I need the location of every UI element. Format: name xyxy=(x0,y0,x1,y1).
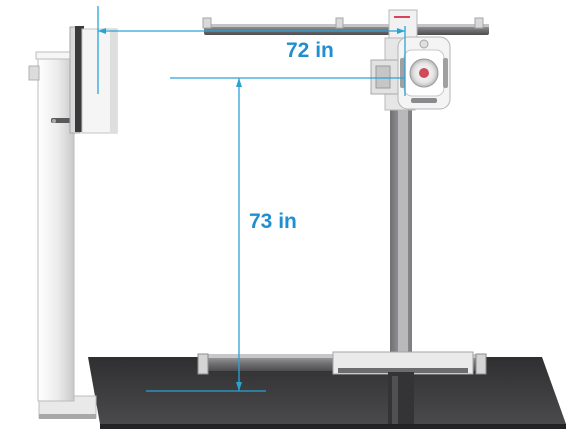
dimension-arrowheads xyxy=(98,28,405,391)
height-dimension-label: 73 in xyxy=(249,210,297,233)
width-arrow-left xyxy=(98,28,106,34)
tube-head-handle-right xyxy=(443,58,448,88)
width-dimension-label: 72 in xyxy=(286,39,334,62)
tube-head-knob-top xyxy=(419,39,429,49)
height-arrow-bottom xyxy=(236,382,242,391)
detector-panel-side xyxy=(75,26,84,132)
arm-end-cap-left xyxy=(202,17,212,29)
dial-center xyxy=(419,68,429,78)
tube-stand-pedestal-light xyxy=(392,376,398,424)
width-arrow-right xyxy=(397,28,405,34)
horizontal-arm-top xyxy=(204,24,489,27)
floor-rail-end-left xyxy=(197,353,209,375)
tube-head-button-row xyxy=(411,98,437,103)
tube-stand-pedestal xyxy=(388,372,414,424)
tube-stand-top-housing xyxy=(388,9,418,39)
brand-mark xyxy=(394,16,410,18)
wall-stand-base-shadow xyxy=(39,414,96,419)
floor-plate-edge xyxy=(100,424,566,429)
dimension-lines xyxy=(97,6,406,392)
arm-end-cap-middle xyxy=(335,17,344,29)
rail-carriage-dark xyxy=(338,368,468,373)
arm-end-cap-right xyxy=(474,17,484,29)
wall-stand-column xyxy=(37,55,75,402)
wall-stand-bracket xyxy=(28,65,40,81)
floor-rail-end-right xyxy=(475,353,487,375)
collimator-lens xyxy=(375,65,391,89)
tube-head-handle-left xyxy=(400,58,405,88)
detector-panel-shade xyxy=(110,29,117,133)
tube-stand-column-face xyxy=(398,110,408,362)
wall-stand-bolt xyxy=(52,119,56,123)
height-arrow-top xyxy=(236,78,242,87)
